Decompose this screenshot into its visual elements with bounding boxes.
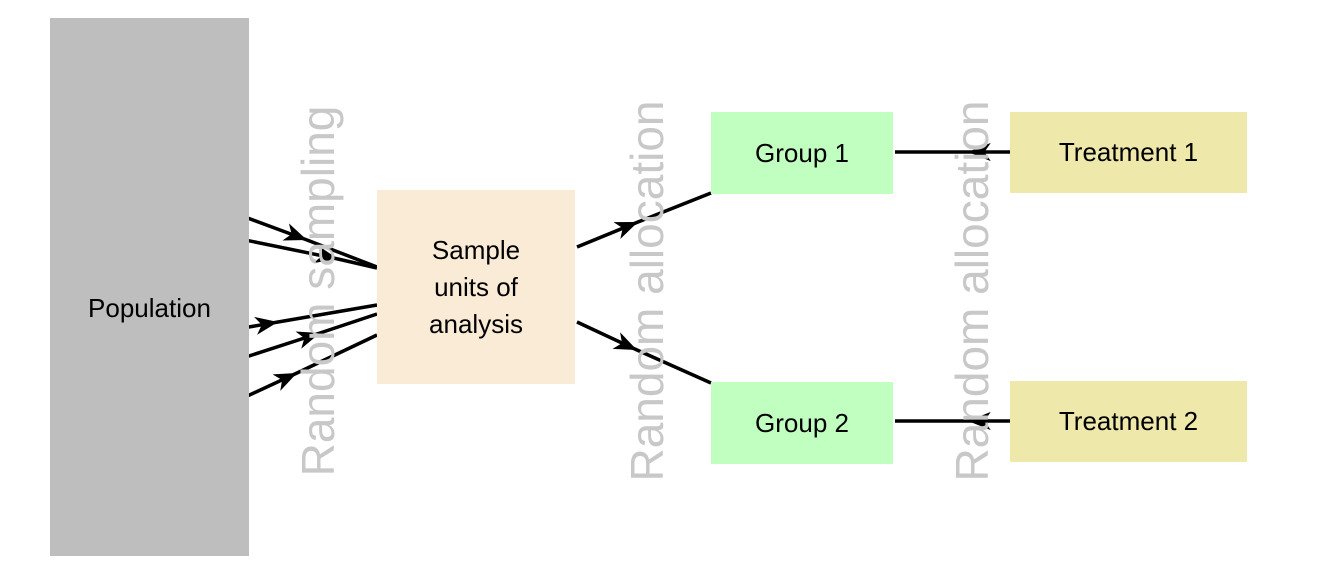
- group-2-box: Group 2: [711, 382, 893, 464]
- group-1-box: Group 1: [711, 112, 893, 194]
- population-label: Population: [88, 293, 211, 323]
- sample-units-label: Sample units of analysis: [429, 234, 523, 339]
- arrow-population-to-sample-2: [215, 232, 378, 270]
- group-1-label: Group 1: [755, 137, 849, 168]
- arrow-sample-to-group2: [576, 320, 712, 385]
- treatment-2-label: Treatment 2: [1058, 406, 1199, 436]
- sample-units-box: Sample units of analysis: [377, 190, 575, 384]
- group-2-label: Group 2: [755, 407, 849, 438]
- population-box: Population: [50, 18, 249, 556]
- random-sampling-label: Random sampling: [292, 105, 344, 477]
- random-allocation-label-right: Random allocation: [946, 100, 998, 482]
- treatment-2-box: Treatment 2: [1010, 381, 1247, 462]
- treatment-1-label: Treatment 1: [1058, 137, 1199, 167]
- treatment-1-box: Treatment 1: [1010, 112, 1247, 193]
- random-allocation-label-left: Random allocation: [621, 100, 673, 482]
- arrow-sample-to-group1: [576, 191, 712, 249]
